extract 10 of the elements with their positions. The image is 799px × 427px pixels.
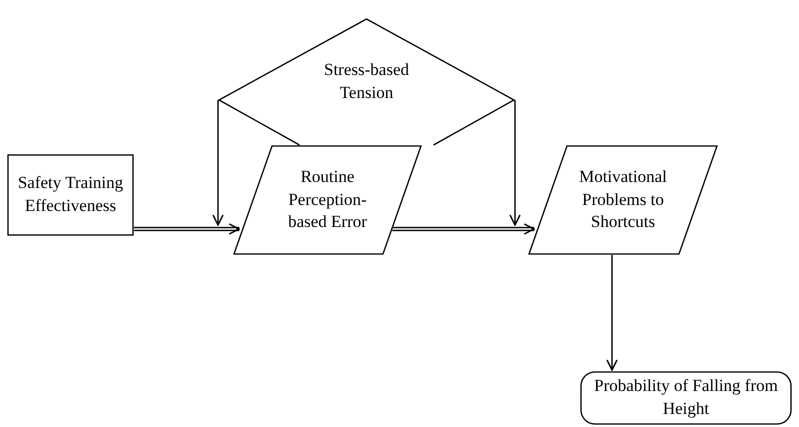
data-parallelogram — [528, 145, 718, 255]
node-label: Stress-based Tension — [323, 58, 410, 104]
node-label: Probability of Falling from Height — [593, 375, 779, 420]
decision-diamond — [218, 18, 515, 145]
process-box — [7, 154, 134, 236]
node-label: Safety Training Effectiveness — [16, 172, 124, 217]
data-parallelogram — [233, 145, 422, 255]
node-label: Motivational Problems to Shortcuts — [578, 166, 668, 234]
node-label: Routine Perception-based Error — [287, 166, 368, 234]
terminal-box — [580, 371, 792, 425]
